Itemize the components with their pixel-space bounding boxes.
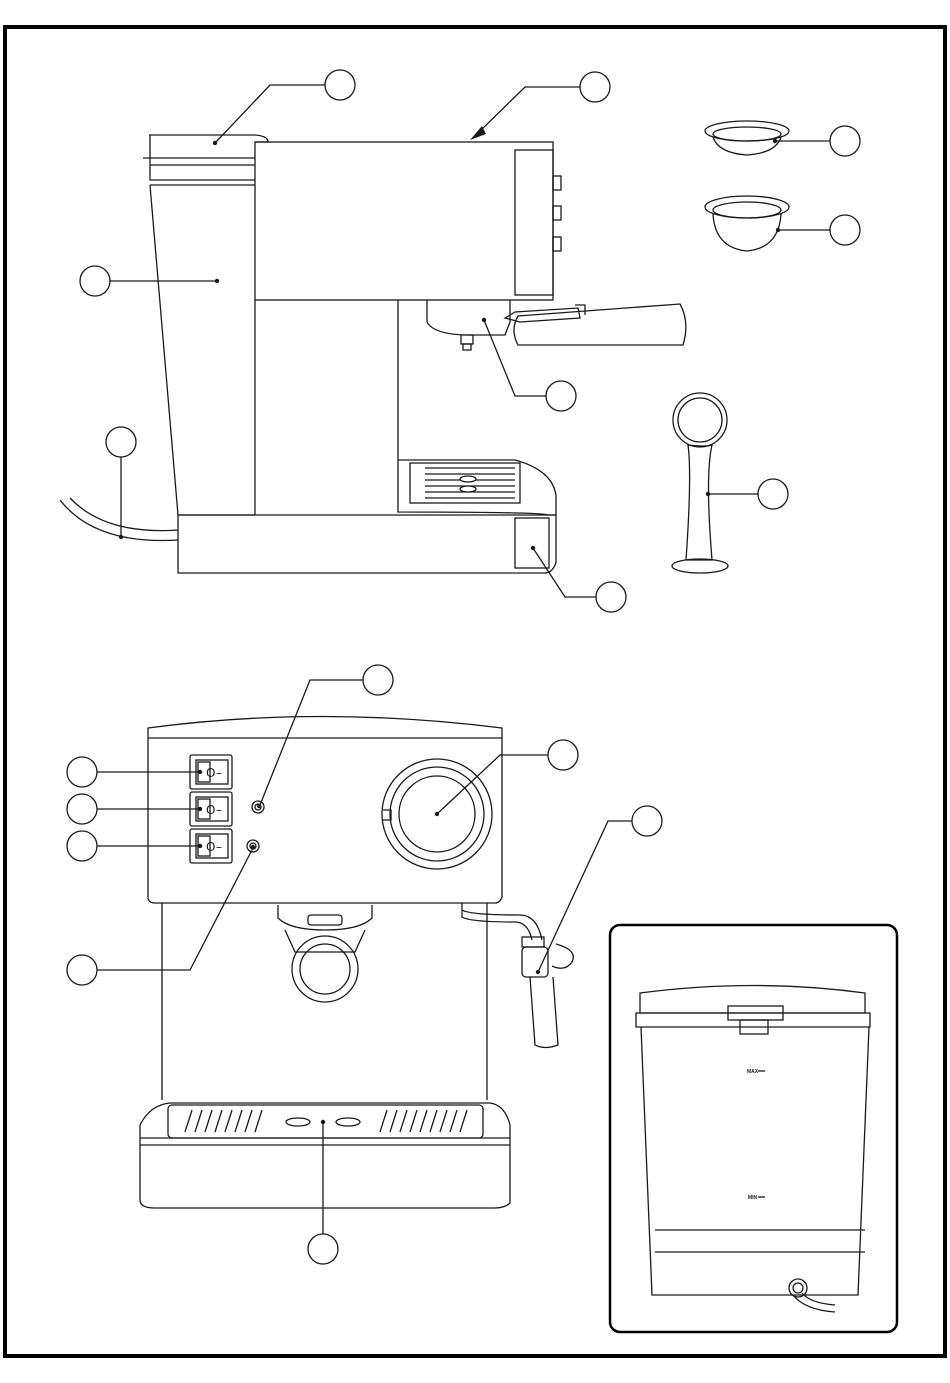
callout-steam-wand	[632, 806, 662, 836]
callout-grille	[308, 1234, 338, 1264]
switch-3-on-symbol: O	[206, 840, 215, 854]
water-tank	[143, 135, 268, 515]
callout-indicator-2	[67, 955, 97, 985]
switch-2-on-symbol: O	[206, 803, 215, 817]
machine-base	[178, 515, 556, 573]
callout-switch-1	[67, 757, 97, 787]
max-mark: MAX	[747, 1069, 759, 1075]
callout-lid	[325, 70, 355, 100]
steam-wand[interactable]	[462, 903, 558, 1048]
callout-cord	[106, 427, 136, 457]
callout-filter-single	[830, 126, 860, 156]
switch-3-off-symbol: –	[216, 840, 222, 854]
callout-tank	[80, 266, 110, 296]
group-head	[427, 300, 510, 335]
callout-drip-base	[596, 582, 626, 612]
side-view	[60, 135, 686, 573]
inset-tank-detail: MAX MIN	[610, 925, 897, 1332]
switch-1-on-symbol: O	[206, 766, 215, 780]
drip-tray-front	[140, 1103, 510, 1208]
min-mark: MIN	[748, 1195, 758, 1201]
callout-top	[580, 72, 610, 102]
callout-group-head	[546, 381, 576, 411]
callout-tamper	[758, 479, 788, 509]
power-cord	[60, 498, 178, 541]
filter-basket-single	[705, 121, 789, 155]
switch-2-off-symbol: –	[216, 803, 222, 817]
callout-filter-double	[830, 215, 860, 245]
front-view: O – O – O –	[140, 717, 558, 1209]
callout-indicator-1	[363, 665, 393, 695]
page-border	[5, 27, 945, 1356]
callout-switch-3	[67, 831, 97, 861]
control-strip	[515, 150, 553, 295]
callouts	[67, 70, 860, 1264]
tamper	[672, 393, 728, 573]
portafilter-front	[278, 905, 372, 1002]
machine-body	[255, 142, 553, 300]
switch-1-off-symbol: –	[216, 766, 222, 780]
callout-knob	[548, 740, 578, 770]
filter-basket-double	[705, 196, 789, 251]
callout-switch-2	[67, 794, 97, 824]
